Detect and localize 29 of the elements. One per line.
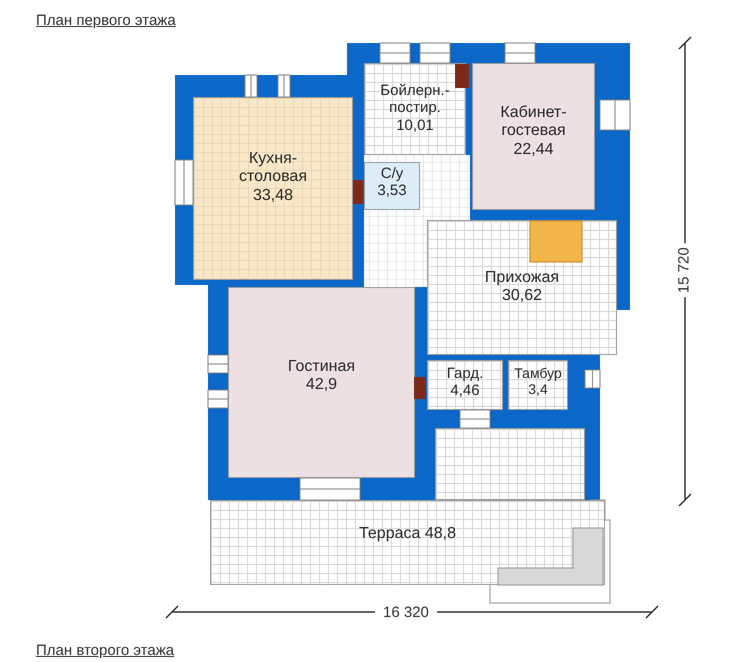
room-name: Прихожая <box>484 269 560 288</box>
room-name: Бойлерн.-постир. <box>379 82 451 116</box>
plan-title: План второго этажа <box>36 641 174 661</box>
room <box>472 63 595 210</box>
plan-title: План первого этажа <box>36 11 176 31</box>
room-name: Гостиная <box>286 358 356 376</box>
room-name: Гард. <box>446 365 484 382</box>
room-name: С/у <box>380 165 404 182</box>
room-area: 3,53 <box>364 182 420 200</box>
room-name: Кухня-столовая <box>238 150 308 187</box>
room-area: 4,46 <box>428 382 502 400</box>
room-area: 22,44 <box>474 140 594 160</box>
room-area: 3,4 <box>508 381 568 398</box>
room-name: Кабинет-гостевая <box>499 104 568 141</box>
room <box>364 162 420 210</box>
room-area: 30,62 <box>462 287 582 306</box>
terrace-area <box>210 500 605 585</box>
room-area: 33,48 <box>218 186 328 206</box>
room-area: 10,01 <box>365 116 465 134</box>
room <box>427 360 503 410</box>
porch-area <box>435 428 585 500</box>
room <box>364 63 466 155</box>
room <box>508 360 568 410</box>
room <box>228 287 415 478</box>
room <box>427 220 617 355</box>
room-name: Тамбур <box>513 365 563 382</box>
room-name: Терраса 48,8 <box>358 525 457 544</box>
room <box>193 97 353 280</box>
room-area: 42,9 <box>246 376 396 395</box>
